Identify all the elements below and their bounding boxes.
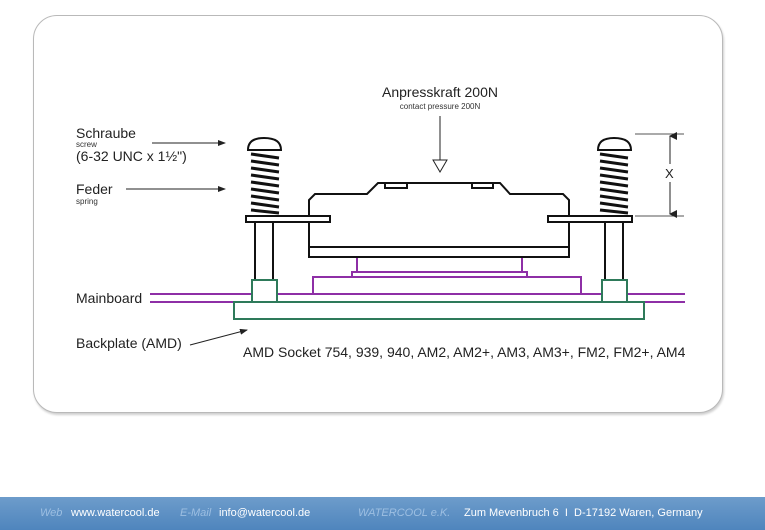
web-label: Web	[40, 507, 63, 519]
left-screw-assembly	[245, 136, 331, 303]
force-sublabel: contact pressure 200N	[400, 102, 481, 111]
diagram-card	[33, 15, 723, 413]
footer-bar: Web www.watercool.de E-Mail info@waterco…	[0, 497, 765, 530]
dimension-x	[635, 132, 684, 218]
backplate	[233, 301, 645, 320]
socket-label: AMD Socket 754, 939, 940, AM2, AM2+, AM3…	[243, 344, 686, 360]
screw-sublabel: screw	[76, 140, 97, 149]
screw-label: Schraube	[76, 125, 136, 141]
backplate-arrow	[189, 328, 248, 346]
pressure-arrow	[432, 116, 448, 173]
cooler-block	[308, 182, 570, 258]
force-label: Anpresskraft 200N	[382, 84, 498, 100]
company-name: WATERCOOL e.K.	[358, 507, 451, 519]
email-label: E-Mail	[180, 507, 212, 519]
web-link[interactable]: www.watercool.de	[71, 507, 160, 519]
company-address: Zum Mevenbruch 6 I D-17192 Waren, German…	[464, 507, 703, 519]
mainboard-label: Mainboard	[76, 290, 142, 306]
mounting-diagram: X Anpresskraft 200N contact pressure 200…	[76, 84, 686, 360]
backplate-label: Backplate (AMD)	[76, 335, 182, 351]
email-link[interactable]: info@watercool.de	[219, 507, 311, 519]
dimension-label: X	[665, 166, 674, 181]
spring-label: Feder	[76, 181, 113, 197]
right-screw-assembly	[547, 136, 633, 303]
screw-spec: (6-32 UNC x 1½")	[76, 148, 187, 164]
spring-sublabel: spring	[76, 197, 98, 206]
cpu-socket	[312, 257, 582, 295]
